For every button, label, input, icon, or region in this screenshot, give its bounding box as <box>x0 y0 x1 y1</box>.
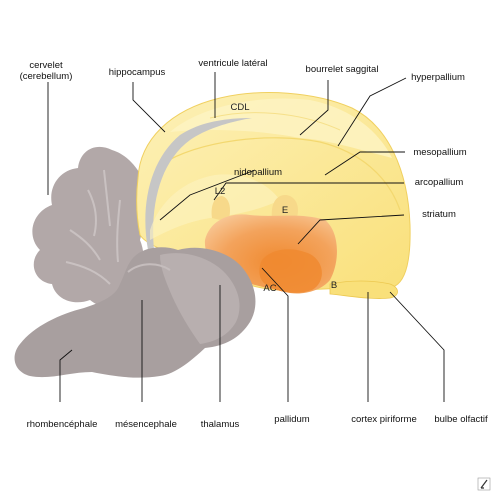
label-arcopallium: arcopallium <box>415 177 464 188</box>
label-hyperpallium: hyperpallium <box>411 72 465 83</box>
label-b: B <box>331 280 337 291</box>
lateral-ventricle <box>145 118 252 250</box>
label-ac: AC <box>263 283 276 294</box>
hyperpallium-region <box>170 98 392 158</box>
label-pallidum: pallidum <box>274 414 309 425</box>
label-cervelet: cervelet <box>29 60 63 71</box>
label-cervelet-sub: (cerebellum) <box>20 71 73 82</box>
label-mesencephale: mésencephale <box>115 419 177 430</box>
label-nidopallium: nidopallium <box>234 167 282 178</box>
label-l2: L2 <box>215 186 226 197</box>
label-thalamus: thalamus <box>201 419 240 430</box>
e-region <box>271 194 298 220</box>
leader-lines <box>47 72 445 402</box>
label-striatum: striatum <box>422 209 456 220</box>
cerebellum-shape <box>32 146 150 307</box>
l2-region <box>211 196 230 222</box>
mesopallium-boundary <box>159 137 401 211</box>
label-bulbe-olfactif: bulbe olfactif <box>434 414 488 425</box>
label-cdl: CDL <box>230 102 249 113</box>
label-ventricule-lateral: ventricule latéral <box>198 58 267 69</box>
label-rhombencephale: rhombencéphale <box>27 419 98 430</box>
label-bourrelet-saggital: bourrelet saggital <box>306 64 379 75</box>
label-e: E <box>282 205 288 216</box>
label-hippocampus: hippocampus <box>109 67 166 78</box>
label-cortex-piriforme: cortex piriforme <box>351 414 416 425</box>
corner-logo-icon <box>477 477 491 491</box>
label-mesopallium: mesopallium <box>413 147 466 158</box>
olfactory-bulb-shape <box>329 280 398 299</box>
